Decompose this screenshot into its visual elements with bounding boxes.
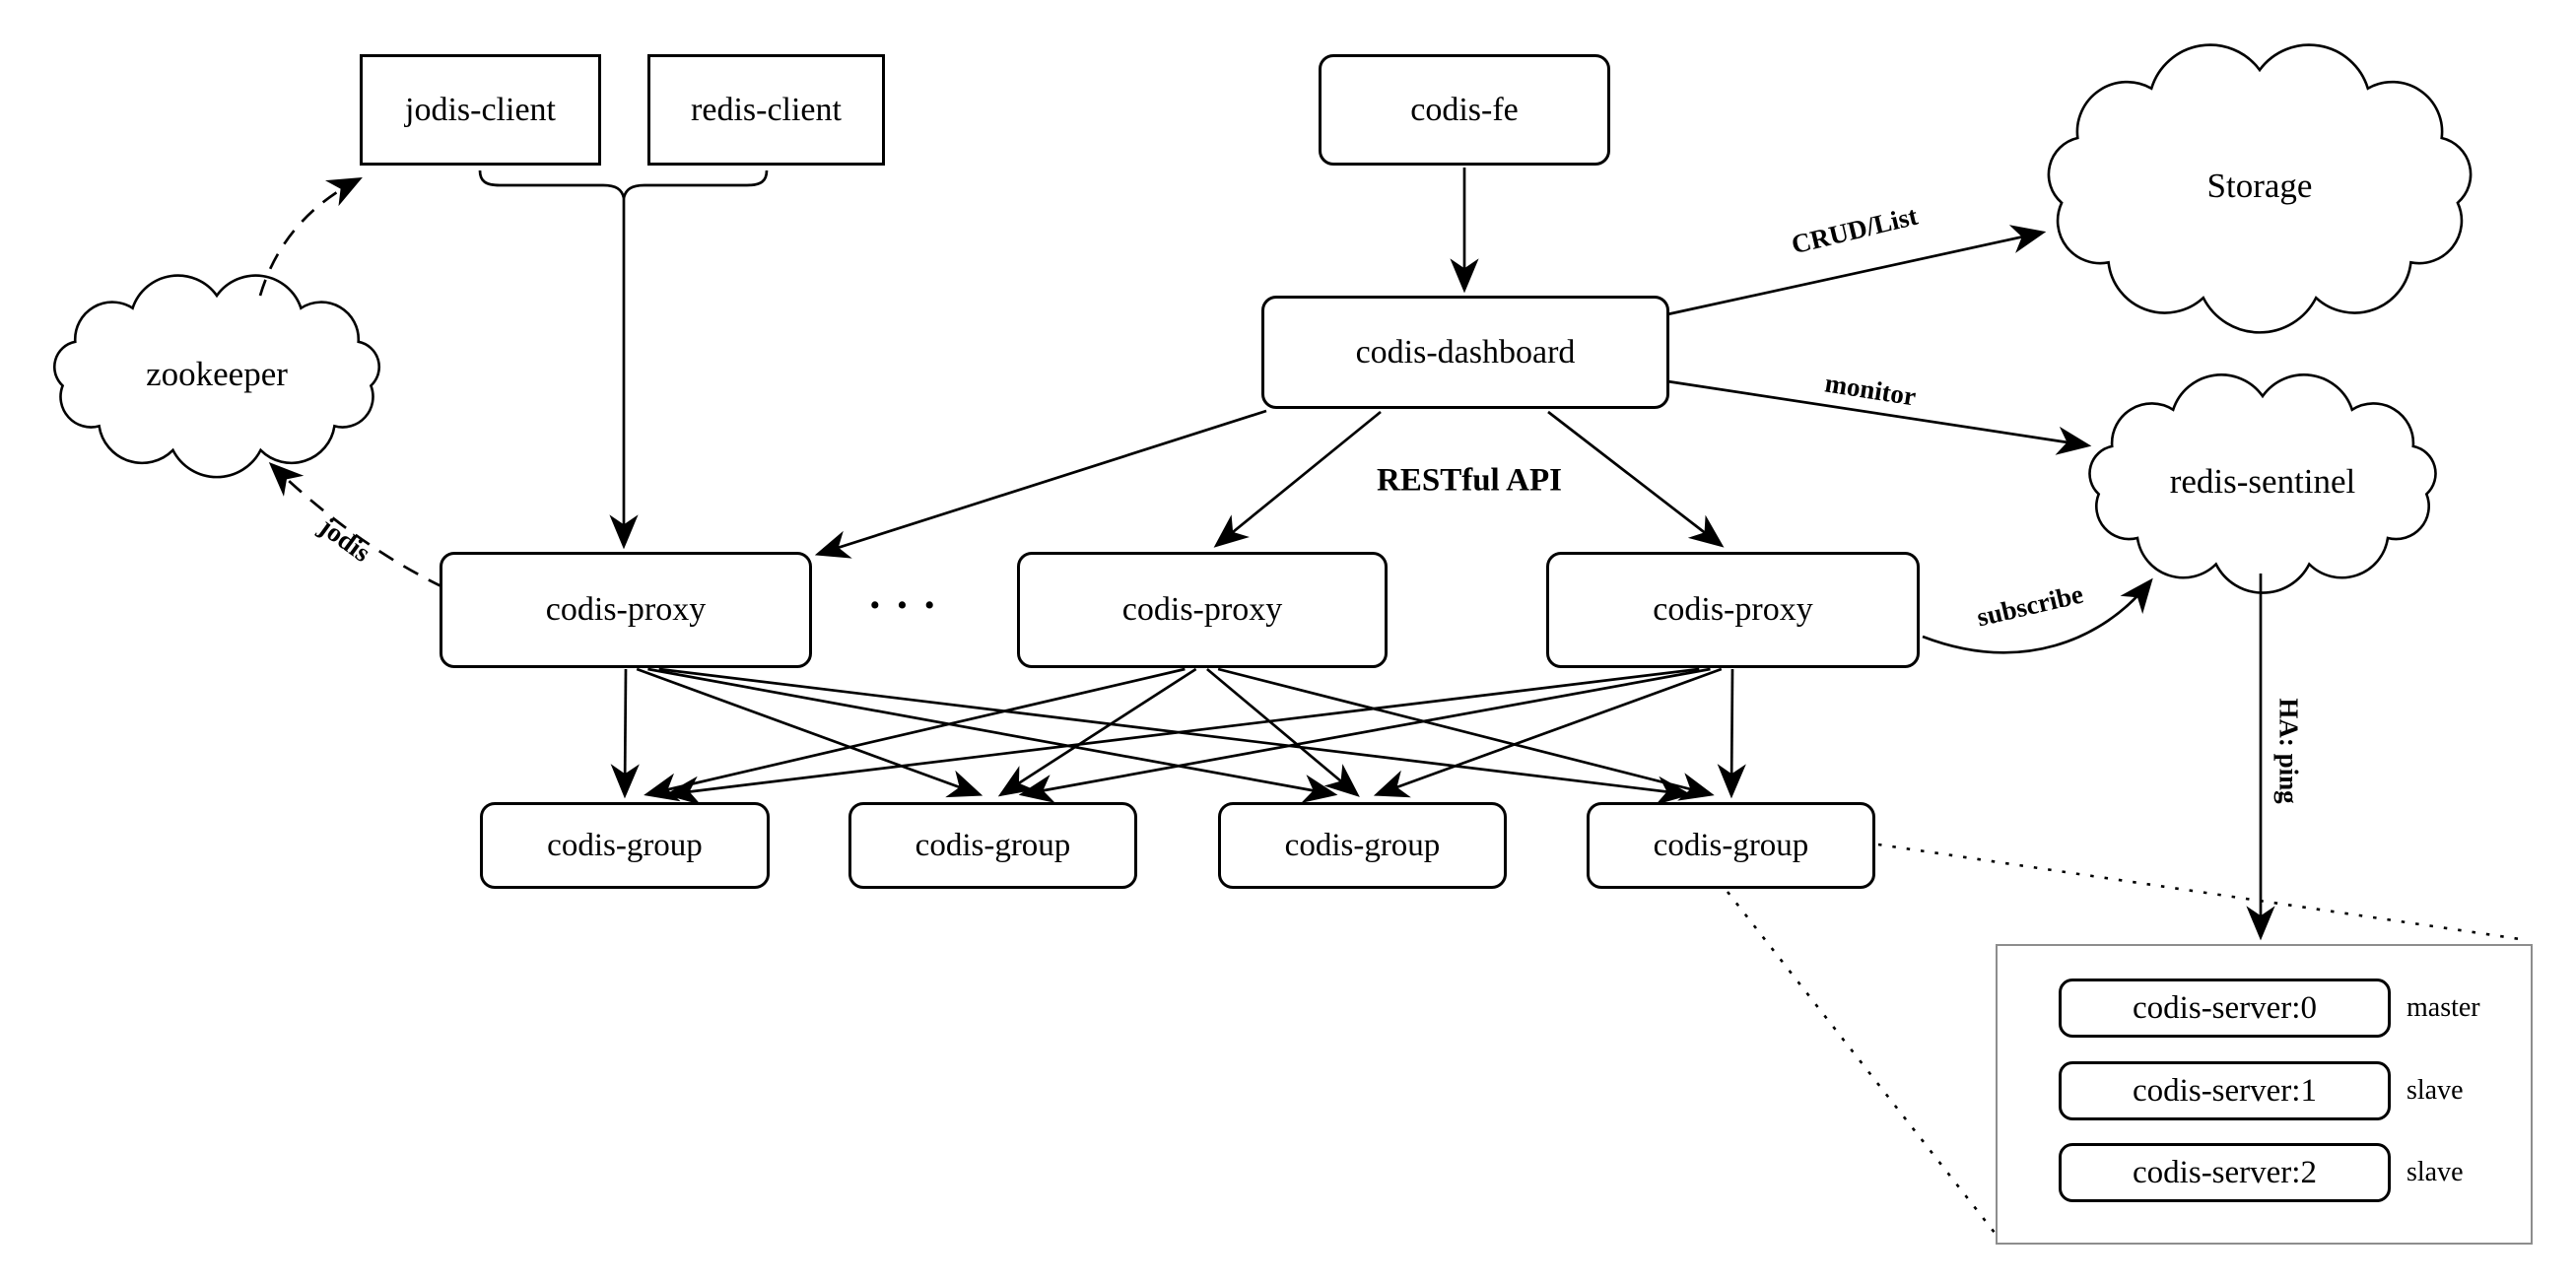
proxy-group-mesh — [610, 667, 1746, 805]
restful-api-edge-label: RESTful API — [1377, 462, 1562, 499]
server-1-role-label: slave — [2407, 1075, 2464, 1106]
server-0-role-label: master — [2407, 992, 2480, 1023]
clients-brace — [478, 169, 769, 199]
codis-server-2-node: codis-server:2 — [2059, 1143, 2391, 1202]
edge-proxy3-to-group2 — [1018, 667, 1711, 803]
redis-sentinel-cloud-shape — [2088, 373, 2437, 594]
codis-fe-node: codis-fe — [1319, 54, 1610, 166]
codis-server-0-node: codis-server:0 — [2059, 979, 2391, 1038]
codis-proxy-node-2: codis-proxy — [1017, 552, 1388, 668]
redis-client-node: redis-client — [647, 54, 885, 166]
edge-proxy2-to-group1 — [644, 667, 1186, 802]
edge-proxy3-to-group4 — [1717, 668, 1746, 799]
proxy-ellipsis: ··· — [867, 580, 950, 630]
codis-group-node-1: codis-group — [480, 802, 770, 889]
zookeeper-cloud-shape — [52, 274, 381, 479]
codis-dashboard-node: codis-dashboard — [1261, 296, 1669, 409]
edge-proxy1-to-group4 — [658, 667, 1692, 805]
dotted-group-to-container-top — [1877, 843, 2528, 942]
edge-proxy2-to-group3 — [1206, 667, 1360, 797]
ha-ping-edge-label: HA: ping — [2273, 698, 2304, 804]
zookeeper-cloud-label: zookeeper — [146, 355, 288, 393]
edge-dashboard-to-storage — [1666, 225, 2047, 316]
storage-cloud-shape — [2047, 43, 2473, 334]
edge-proxy1-to-group1 — [610, 668, 640, 799]
codis-group-node-2: codis-group — [848, 802, 1137, 889]
edge-dashboard-to-proxy-3 — [1547, 410, 1725, 548]
cloud-shapes — [52, 43, 2473, 594]
codis-group-node-4: codis-group — [1587, 802, 1875, 889]
edge-proxy-to-sentinel-subscribe — [1922, 577, 2153, 654]
edge-proxy-to-zookeeper — [268, 461, 444, 589]
edge-proxy3-to-group1 — [664, 667, 1700, 805]
edge-dashboard-to-sentinel — [1666, 379, 2092, 455]
redis-sentinel-cloud-label: redis-sentinel — [2169, 462, 2356, 501]
jodis-client-node: jodis-client — [360, 54, 601, 166]
edge-proxy2-to-group2 — [997, 667, 1197, 797]
codis-proxy-node-1: codis-proxy — [440, 552, 812, 668]
edge-proxy1-to-group2 — [636, 667, 983, 798]
codis-proxy-node-3: codis-proxy — [1546, 552, 1920, 668]
edge-dashboard-to-proxy-1 — [814, 409, 1267, 559]
dotted-group-to-container-bottom — [1726, 891, 2000, 1239]
codis-server-1-node: codis-server:1 — [2059, 1061, 2391, 1120]
edge-proxy3-to-group3 — [1373, 667, 1723, 798]
storage-cloud-label: Storage — [2206, 167, 2313, 205]
edge-proxy1-to-group3 — [647, 667, 1338, 803]
codis-group-node-3: codis-group — [1218, 802, 1507, 889]
server-2-role-label: slave — [2407, 1157, 2464, 1187]
edge-dashboard-to-proxy-2 — [1213, 410, 1382, 548]
edge-proxy2-to-group4 — [1217, 667, 1715, 801]
